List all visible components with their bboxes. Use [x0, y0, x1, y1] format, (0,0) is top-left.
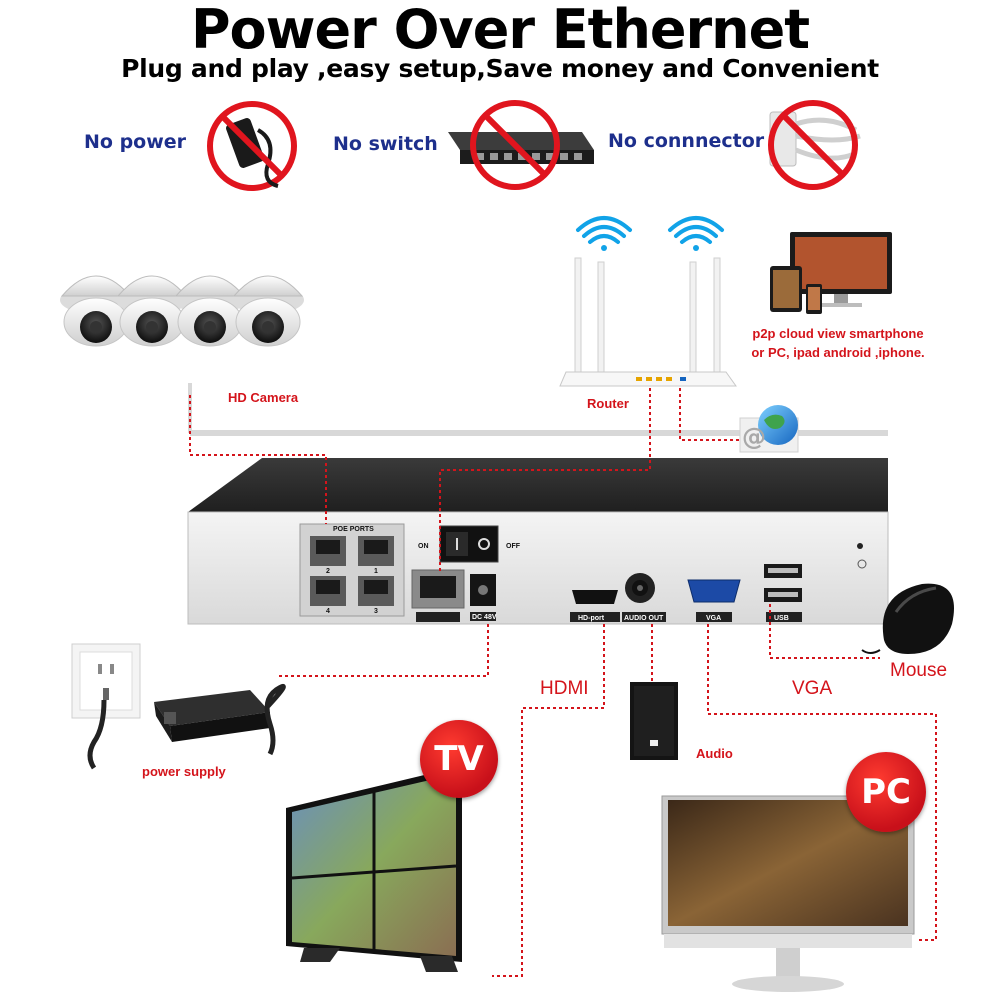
nvr-recorder: POE PORTS 2 1 4 3 ON OFF — [187, 458, 889, 625]
mouse-label: Mouse — [890, 660, 948, 681]
power-adapter-icon — [154, 684, 286, 756]
vga-label: VGA — [792, 678, 833, 699]
svg-text:HD-port: HD-port — [578, 615, 605, 622]
internet-globe-icon: @ — [739, 405, 799, 453]
tv-badge: TV — [420, 720, 498, 798]
no-power-icon — [207, 101, 297, 191]
wall-socket-icon — [71, 643, 141, 770]
no-switch-label: No switch — [333, 133, 438, 155]
tv-icon — [286, 766, 462, 972]
audio-out-port[interactable] — [622, 573, 666, 622]
power-switch[interactable] — [439, 525, 499, 563]
poe-port[interactable] — [310, 536, 346, 566]
svg-text:USB: USB — [774, 615, 789, 622]
usb-port[interactable] — [764, 564, 802, 622]
svg-text:1: 1 — [374, 568, 378, 575]
page-title: Power Over Ethernet — [190, 0, 810, 61]
no-connector-icon — [768, 100, 861, 190]
poe-ports-label: POE PORTS — [333, 526, 374, 533]
vga-port[interactable] — [687, 579, 741, 622]
hd-camera-label: HD Camera — [228, 390, 299, 405]
hdmi-port[interactable] — [570, 590, 620, 622]
dome-camera-icon — [116, 275, 188, 347]
svg-text:4: 4 — [326, 608, 330, 615]
svg-text:VGA: VGA — [706, 615, 721, 622]
svg-text:OFF: OFF — [506, 543, 521, 550]
connection-lines — [189, 388, 937, 977]
pc-badge: PC — [846, 752, 926, 832]
mouse-icon — [861, 583, 954, 654]
cloud-view-line-2: or PC, ipad android ,iphone. — [751, 345, 925, 360]
cloud-view-label: p2p cloud view smartphone or PC, ipad an… — [738, 326, 938, 360]
svg-text:2: 2 — [326, 568, 330, 575]
no-switch-icon — [448, 100, 594, 190]
svg-text:DC 48V: DC 48V — [472, 614, 497, 621]
dome-camera-icon — [60, 275, 132, 347]
dome-camera-icon — [174, 275, 246, 347]
router-icon — [559, 257, 737, 387]
poe-port[interactable] — [358, 576, 394, 606]
audio-label: Audio — [696, 746, 733, 761]
wifi-icon — [576, 216, 724, 251]
svg-text:AUDIO OUT: AUDIO OUT — [624, 615, 664, 622]
no-power-label: No power — [84, 131, 187, 153]
poe-port[interactable] — [358, 536, 394, 566]
speaker-icon — [630, 682, 678, 760]
smart-devices-icon — [770, 232, 892, 314]
page-subtitle: Plug and play ,easy setup,Save money and… — [121, 54, 879, 83]
svg-text:@: @ — [742, 423, 766, 451]
dome-camera-icon — [232, 275, 304, 347]
router-label: Router — [587, 396, 629, 411]
svg-text:3: 3 — [374, 608, 378, 615]
svg-text:ON: ON — [418, 543, 429, 550]
pc-monitor-icon — [661, 795, 915, 992]
dc-power-jack[interactable] — [470, 574, 496, 621]
dome-camera-group — [60, 275, 304, 347]
lan-port[interactable] — [411, 569, 465, 622]
cloud-view-line-1: p2p cloud view smartphone — [752, 326, 924, 341]
no-connector-label: No connnector — [608, 130, 765, 152]
power-supply-label: power supply — [142, 764, 226, 779]
hdmi-label: HDMI — [540, 678, 589, 699]
poe-port[interactable] — [310, 576, 346, 606]
